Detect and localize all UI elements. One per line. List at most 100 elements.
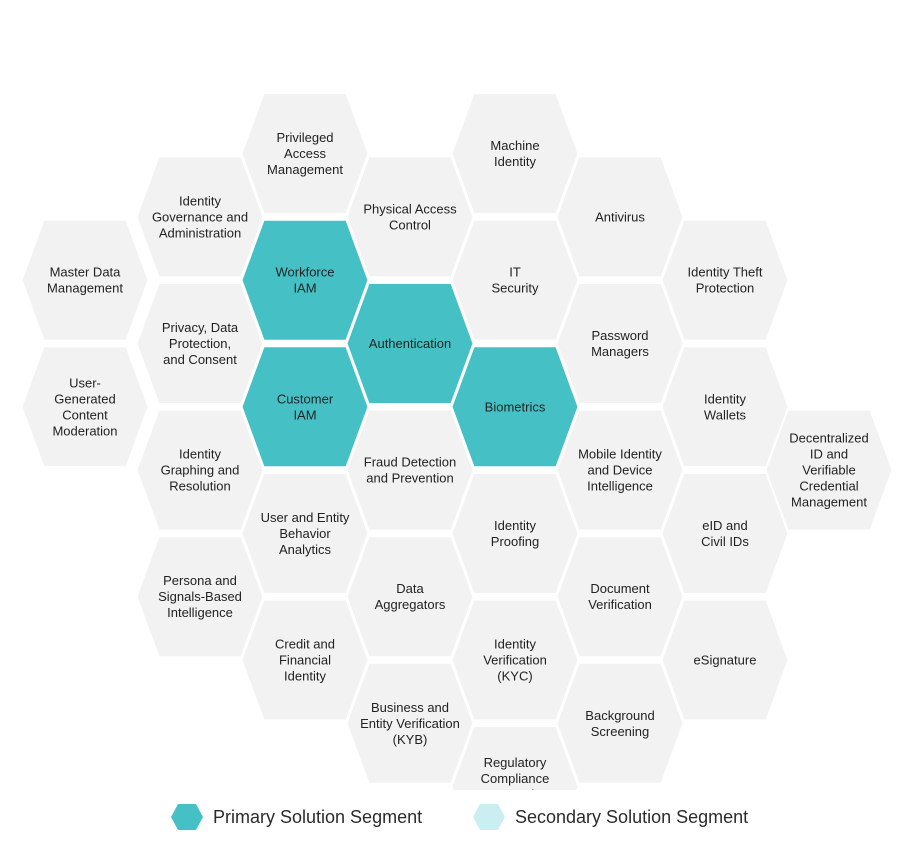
hex-label-line: Aggregators: [375, 597, 446, 612]
hex-label-line: Entity Verification: [360, 716, 460, 731]
legend: Primary Solution Segment Secondary Solut…: [0, 803, 922, 843]
hex-shape: [346, 156, 474, 278]
hex-shape: [241, 472, 369, 594]
hex-label-line: Management: [791, 495, 867, 510]
hex-label-line: Administration: [159, 225, 241, 240]
hex-shape: [136, 409, 264, 531]
hex-shape: [136, 156, 264, 278]
hex-shape: [451, 599, 579, 721]
hex-label-line: Verification: [588, 597, 652, 612]
hex-label-line: Data: [396, 581, 424, 596]
secondary-swatch-icon: [473, 804, 505, 830]
hex-shape: [136, 283, 264, 404]
hex-label-line: Generated: [54, 391, 115, 406]
hex-shape: [765, 409, 893, 531]
hex-shape: [346, 283, 474, 404]
hex-label-line: eSignature: [694, 653, 757, 668]
hex-label-line: Document: [590, 581, 650, 596]
hex-authentication: Authentication: [346, 283, 474, 404]
hex-shape: [451, 219, 579, 341]
hex-label-line: Governance and: [152, 209, 248, 224]
hex-label-line: Civil IDs: [701, 534, 749, 549]
hex-shape: [661, 472, 789, 594]
hex-label-line: Signals-Based: [158, 589, 242, 604]
hex-shape: [556, 536, 684, 658]
legend-primary-label: Primary Solution Segment: [213, 806, 423, 827]
hex-label-line: eID and: [702, 518, 748, 533]
hex-label-line: Decentralized: [789, 431, 869, 446]
hex-label-line: Identity: [179, 447, 221, 462]
hex-label-line: Business and: [371, 700, 449, 715]
hex-label-line: IAM: [293, 407, 316, 422]
hex-label-line: Intelligence: [167, 605, 233, 620]
hex-label-line: IT: [509, 265, 521, 280]
hex-label-line: Protection: [696, 281, 755, 296]
hex-label-line: Proofing: [491, 534, 539, 549]
hex-shape: [556, 662, 684, 784]
hex-shape: [556, 409, 684, 531]
hex-label-line: Credential: [799, 479, 858, 494]
hex-label-line: (KYB): [393, 732, 428, 747]
hex-label-line: Financial: [279, 653, 331, 668]
hex-label-line: Compliance: [481, 771, 550, 786]
hex-label-line: Identity: [494, 637, 536, 652]
hex-label-line: Protection,: [169, 336, 231, 351]
hex-shape: [241, 93, 369, 215]
hex-shape: [451, 726, 579, 790]
hex-label-line: Control: [389, 217, 431, 232]
hex-label-line: Customer: [277, 391, 334, 406]
hex-label-line: Identity Theft: [688, 265, 763, 280]
hex-label-line: Identity: [494, 518, 536, 533]
hex-shape: [241, 346, 369, 468]
legend-secondary: Secondary Solution Segment: [472, 803, 748, 831]
hex-shape: [451, 93, 579, 215]
hex-label-line: Analytics: [279, 542, 332, 557]
hex-shape: [451, 346, 579, 468]
hex-label-line: Identity: [179, 193, 221, 208]
hex-label-line: Moderation: [52, 423, 117, 438]
hex-label-line: Authentication: [369, 336, 451, 351]
hex-label-line: Resolution: [169, 479, 230, 494]
hex-label-line: Master Data: [50, 265, 122, 280]
hex-shape: [21, 346, 149, 468]
hex-label-line: Persona and: [163, 573, 237, 588]
hex-label-line: Privileged: [276, 130, 333, 145]
hex-label-line: Regulatory: [484, 755, 547, 770]
hex-label-line: Intelligence: [587, 479, 653, 494]
hex-label-line: Identity: [284, 669, 326, 684]
hex-label-line: Workforce: [276, 265, 335, 280]
hex-label-line: Verifiable: [802, 463, 855, 478]
hex-biometrics: Biometrics: [451, 346, 579, 468]
hex-shape: [136, 536, 264, 658]
hex-shape: [451, 472, 579, 594]
hex-label-line: Transaction: [481, 787, 548, 790]
legend-secondary-label: Secondary Solution Segment: [515, 806, 749, 827]
hex-label-line: Graphing and: [161, 463, 240, 478]
hex-antivirus: Antivirus: [556, 156, 684, 278]
hex-label-line: Identity: [704, 391, 746, 406]
hex-shape: [21, 219, 149, 341]
hex-regulatory-compliance-transaction-monitoring: RegulatoryComplianceTransactionMonitorin…: [451, 726, 579, 790]
hex-label-line: Physical Access: [363, 201, 457, 216]
hex-shape: [661, 219, 789, 341]
hex-label-line: and Consent: [163, 352, 237, 367]
hex-label-line: IAM: [293, 281, 316, 296]
